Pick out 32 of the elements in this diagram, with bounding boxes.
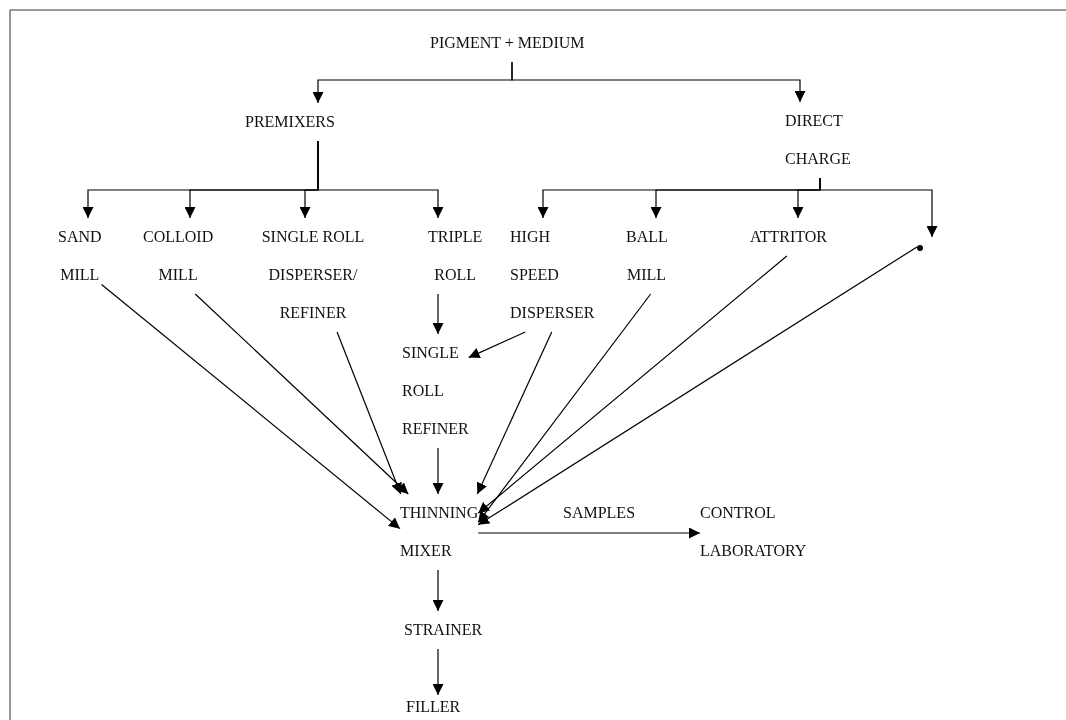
arrow xyxy=(336,331,402,495)
step-label: SINGLE ROLL REFINER xyxy=(402,334,469,448)
arrow xyxy=(511,61,806,103)
arrow xyxy=(477,527,701,539)
arrow xyxy=(432,293,444,335)
arrow xyxy=(100,283,401,530)
arrow xyxy=(432,569,444,612)
arrow xyxy=(819,177,938,238)
arrow xyxy=(432,447,444,495)
line-end-dot xyxy=(917,245,923,251)
step-label: DIRECT CHARGE xyxy=(785,102,851,178)
arrow xyxy=(477,293,652,523)
step-label: ATTRITOR xyxy=(750,218,828,256)
arrow xyxy=(317,140,444,219)
arrow xyxy=(476,331,553,495)
arrow xyxy=(477,255,788,514)
arrow xyxy=(432,648,444,696)
step-label: CONTROL LABORATORY xyxy=(700,494,807,570)
step-label: SINGLE ROLL DISPERSER/ REFINER xyxy=(248,218,378,332)
step-label: STRAINER xyxy=(404,611,483,649)
step-label: FILLER xyxy=(406,695,461,719)
step-label: BALL MILL xyxy=(626,218,668,294)
arrow xyxy=(477,246,918,526)
step-label: HIGH SPEED DISPERSER xyxy=(510,218,595,332)
arrow xyxy=(194,293,409,495)
step-label: SAND MILL xyxy=(58,218,102,294)
arrow xyxy=(468,331,526,359)
step-label: COLLOID MILL xyxy=(143,218,214,294)
step-label: TRIPLE ROLL xyxy=(428,218,483,294)
step-label: PREMIXERS xyxy=(245,103,335,141)
step-label: THINNING MIXER xyxy=(400,494,479,570)
step-label: PIGMENT + MEDIUM xyxy=(430,24,585,62)
